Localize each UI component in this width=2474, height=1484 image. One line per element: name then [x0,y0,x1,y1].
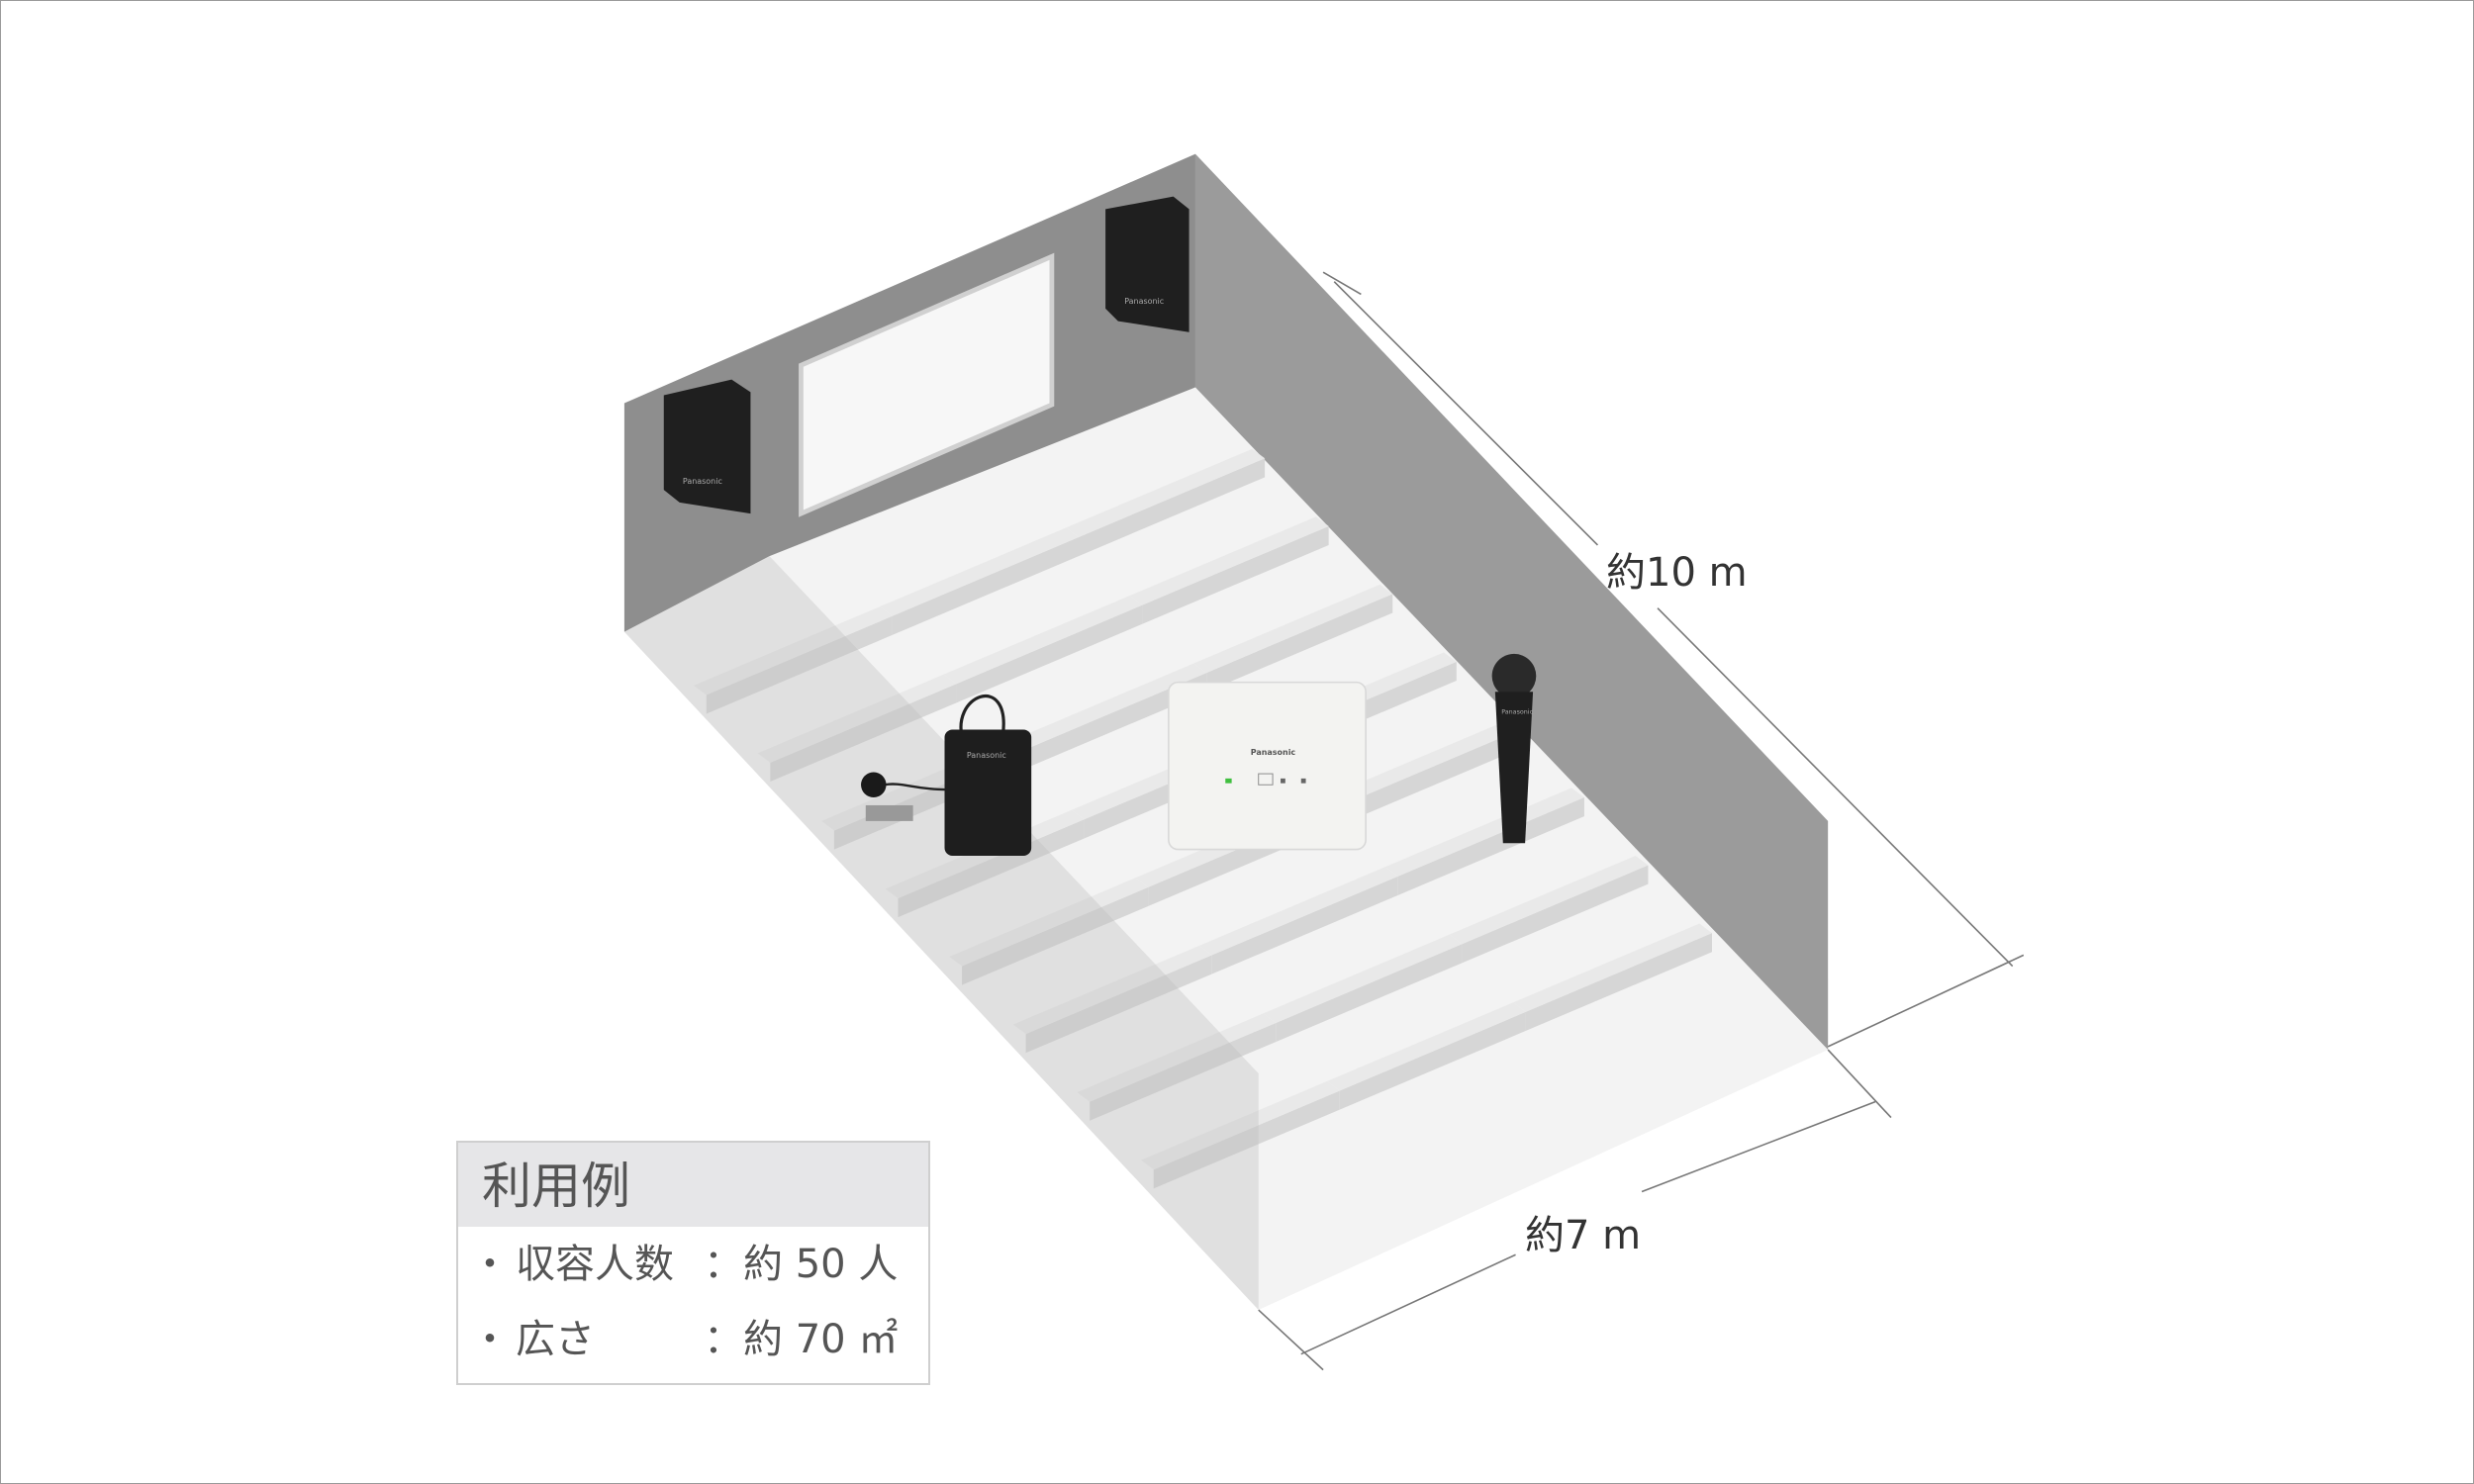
bench [1211,876,1398,974]
lavalier-mic [861,772,887,797]
bench [1142,525,1329,624]
speaker-right-brand: Panasonic [1124,297,1164,306]
area-value: ：約 70 ㎡ [704,1317,899,1362]
bench-top [1198,867,1398,956]
wireless-receiver: Panasonic [1168,681,1367,851]
bench-top [1263,934,1463,1023]
bullet: ・ [470,1317,510,1362]
usage-example-box: 利用例 ・ 収容人数 ：約 50 人 ・ 広さ ：約 70 ㎡ [456,1141,930,1385]
bench-top [1012,945,1212,1035]
capacity-label: 収容人数 [516,1242,674,1287]
bodypack-transmitter: Panasonic [861,694,1032,856]
area-row: ・ 広さ ：約 70 ㎡ [458,1302,928,1377]
bench-top [1385,788,1584,877]
bench [706,615,893,714]
capacity-value: ：約 50 人 [704,1242,899,1287]
bench-top [757,674,957,763]
receiver-brand: Panasonic [1251,748,1296,757]
bench-top [943,595,1143,685]
width-dimension-label: 約7 m [1525,1213,1642,1258]
bullet: ・ [470,1242,510,1287]
bench-top [1129,516,1329,605]
bench-top [949,878,1149,967]
bench-top [1449,855,1649,945]
bench [1339,1011,1526,1110]
bench [1276,944,1463,1043]
projection-screen [799,252,1055,517]
bench [1153,1090,1340,1189]
bench [898,819,1085,918]
dimension-lines [1258,271,2025,1371]
bench [1025,955,1212,1054]
capacity-row: ・ 収容人数 ：約 50 人 [458,1227,928,1302]
bench [1206,594,1393,693]
length-dimension-label: 約10 m [1606,550,1748,596]
bench-top [1321,719,1521,809]
area-label: 広さ [516,1317,595,1362]
bench [962,886,1149,985]
bench [1020,673,1207,771]
bench [1090,1022,1277,1121]
handheld-microphone: Panasonic [1491,653,1537,844]
bench-top [694,606,893,696]
bench-top [1066,448,1266,537]
bench [1079,458,1266,557]
transmitter-brand: Panasonic [967,751,1006,760]
bench-top [1077,1013,1277,1102]
bench [956,604,1143,703]
benches [694,448,1713,1189]
speaker-left-brand: Panasonic [683,477,722,486]
bench [1334,729,1521,828]
bench-top [1513,923,1713,1012]
speaker-right: Panasonic [1105,196,1189,332]
power-led [1225,778,1232,784]
bench [1397,796,1584,895]
bench-top [880,527,1080,616]
bench [892,536,1080,635]
right-wall [1194,153,1829,1051]
bench [1525,933,1713,1031]
bench-top [1140,1080,1340,1170]
bench-top [1327,1002,1526,1091]
bench-top [1007,663,1207,752]
mic-brand: Panasonic [1501,708,1533,716]
left-wall-translucent [623,556,1259,1311]
usage-example-title: 利用例 [458,1143,928,1227]
bench [1462,865,1649,964]
bench [770,684,957,783]
speaker-left: Panasonic [663,379,751,514]
bench-top [1193,584,1393,674]
